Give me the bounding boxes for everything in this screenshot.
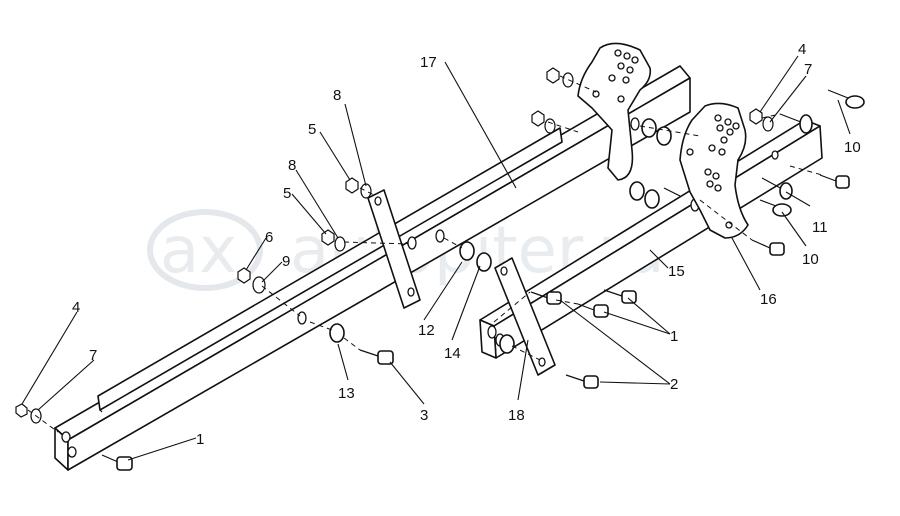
nut-4-left <box>15 403 28 418</box>
callout-7-right: 7 <box>804 61 812 78</box>
mounting-plate-upper <box>577 42 652 181</box>
bolt-1b <box>577 303 609 318</box>
watermark-logo: ax <box>160 214 237 288</box>
callout-16: 17 <box>420 54 437 71</box>
assembly-lines <box>27 75 823 433</box>
callout-3: 3 <box>420 407 428 424</box>
washer-8-upper <box>360 183 372 199</box>
callout-15: 15 <box>668 263 685 280</box>
washer-upper-a <box>562 72 574 88</box>
nut-4-right <box>749 108 763 125</box>
callout-6: 6 <box>265 229 273 246</box>
callout-9: 9 <box>282 253 290 270</box>
callout-11: 11 <box>812 219 828 236</box>
callout-13: 13 <box>338 385 355 402</box>
washer-7-right <box>762 116 774 132</box>
bolt-2a <box>530 291 562 305</box>
nut-6 <box>237 267 251 284</box>
callout-1-right: 1 <box>670 328 678 345</box>
bolt-3 <box>359 349 394 365</box>
nuts-washers <box>15 67 774 424</box>
callout-5-lower: 5 <box>283 185 291 202</box>
pin-11-lower <box>761 177 793 200</box>
bolt-18a <box>751 239 785 256</box>
nut-upper-a <box>546 67 560 84</box>
callout-14: 14 <box>444 345 461 362</box>
callout-4-right: 4 <box>798 41 806 58</box>
pins-and-clips <box>759 89 865 217</box>
nut-5-lower <box>321 229 335 246</box>
bracket-plate-small <box>367 189 421 309</box>
mounting-plate-18 <box>679 102 749 239</box>
clip-10-upper <box>827 89 865 109</box>
washer-9 <box>252 276 266 294</box>
callout-12: 12 <box>418 322 435 339</box>
nut-upper-b <box>531 110 545 127</box>
callout-8-lower: 8 <box>288 157 296 174</box>
nut-5-upper <box>345 177 359 194</box>
callout-17: 18 <box>508 407 525 424</box>
bolt-1a <box>101 454 133 471</box>
callout-4-left: 4 <box>72 299 80 316</box>
washer-8-lower <box>334 236 346 252</box>
callout-1-left: 1 <box>196 431 204 448</box>
bolt-plate <box>663 187 681 197</box>
callout-2: 2 <box>670 376 678 393</box>
callout-7-left: 7 <box>89 347 97 364</box>
callout-5-upper: 5 <box>308 121 316 138</box>
bracket-plate-17 <box>494 257 556 376</box>
bolt-1c <box>603 289 637 304</box>
callout-labels: 4 7 1 8 5 8 5 6 9 17 12 14 13 3 18 15 16… <box>72 41 861 448</box>
callout-18: 16 <box>760 291 777 308</box>
callout-8-upper: 8 <box>333 87 341 104</box>
main-beam-16 <box>54 65 691 471</box>
callout-10-upper: 10 <box>844 139 861 156</box>
leader-lines <box>21 55 851 461</box>
pin-11-upper <box>779 113 813 134</box>
bolt-18b <box>819 174 850 189</box>
callout-10-lower: 10 <box>802 251 819 268</box>
bolt-2b <box>565 374 599 389</box>
clip-10-lower <box>759 199 792 217</box>
washer-upper-b <box>544 118 556 134</box>
bushings <box>329 118 672 354</box>
